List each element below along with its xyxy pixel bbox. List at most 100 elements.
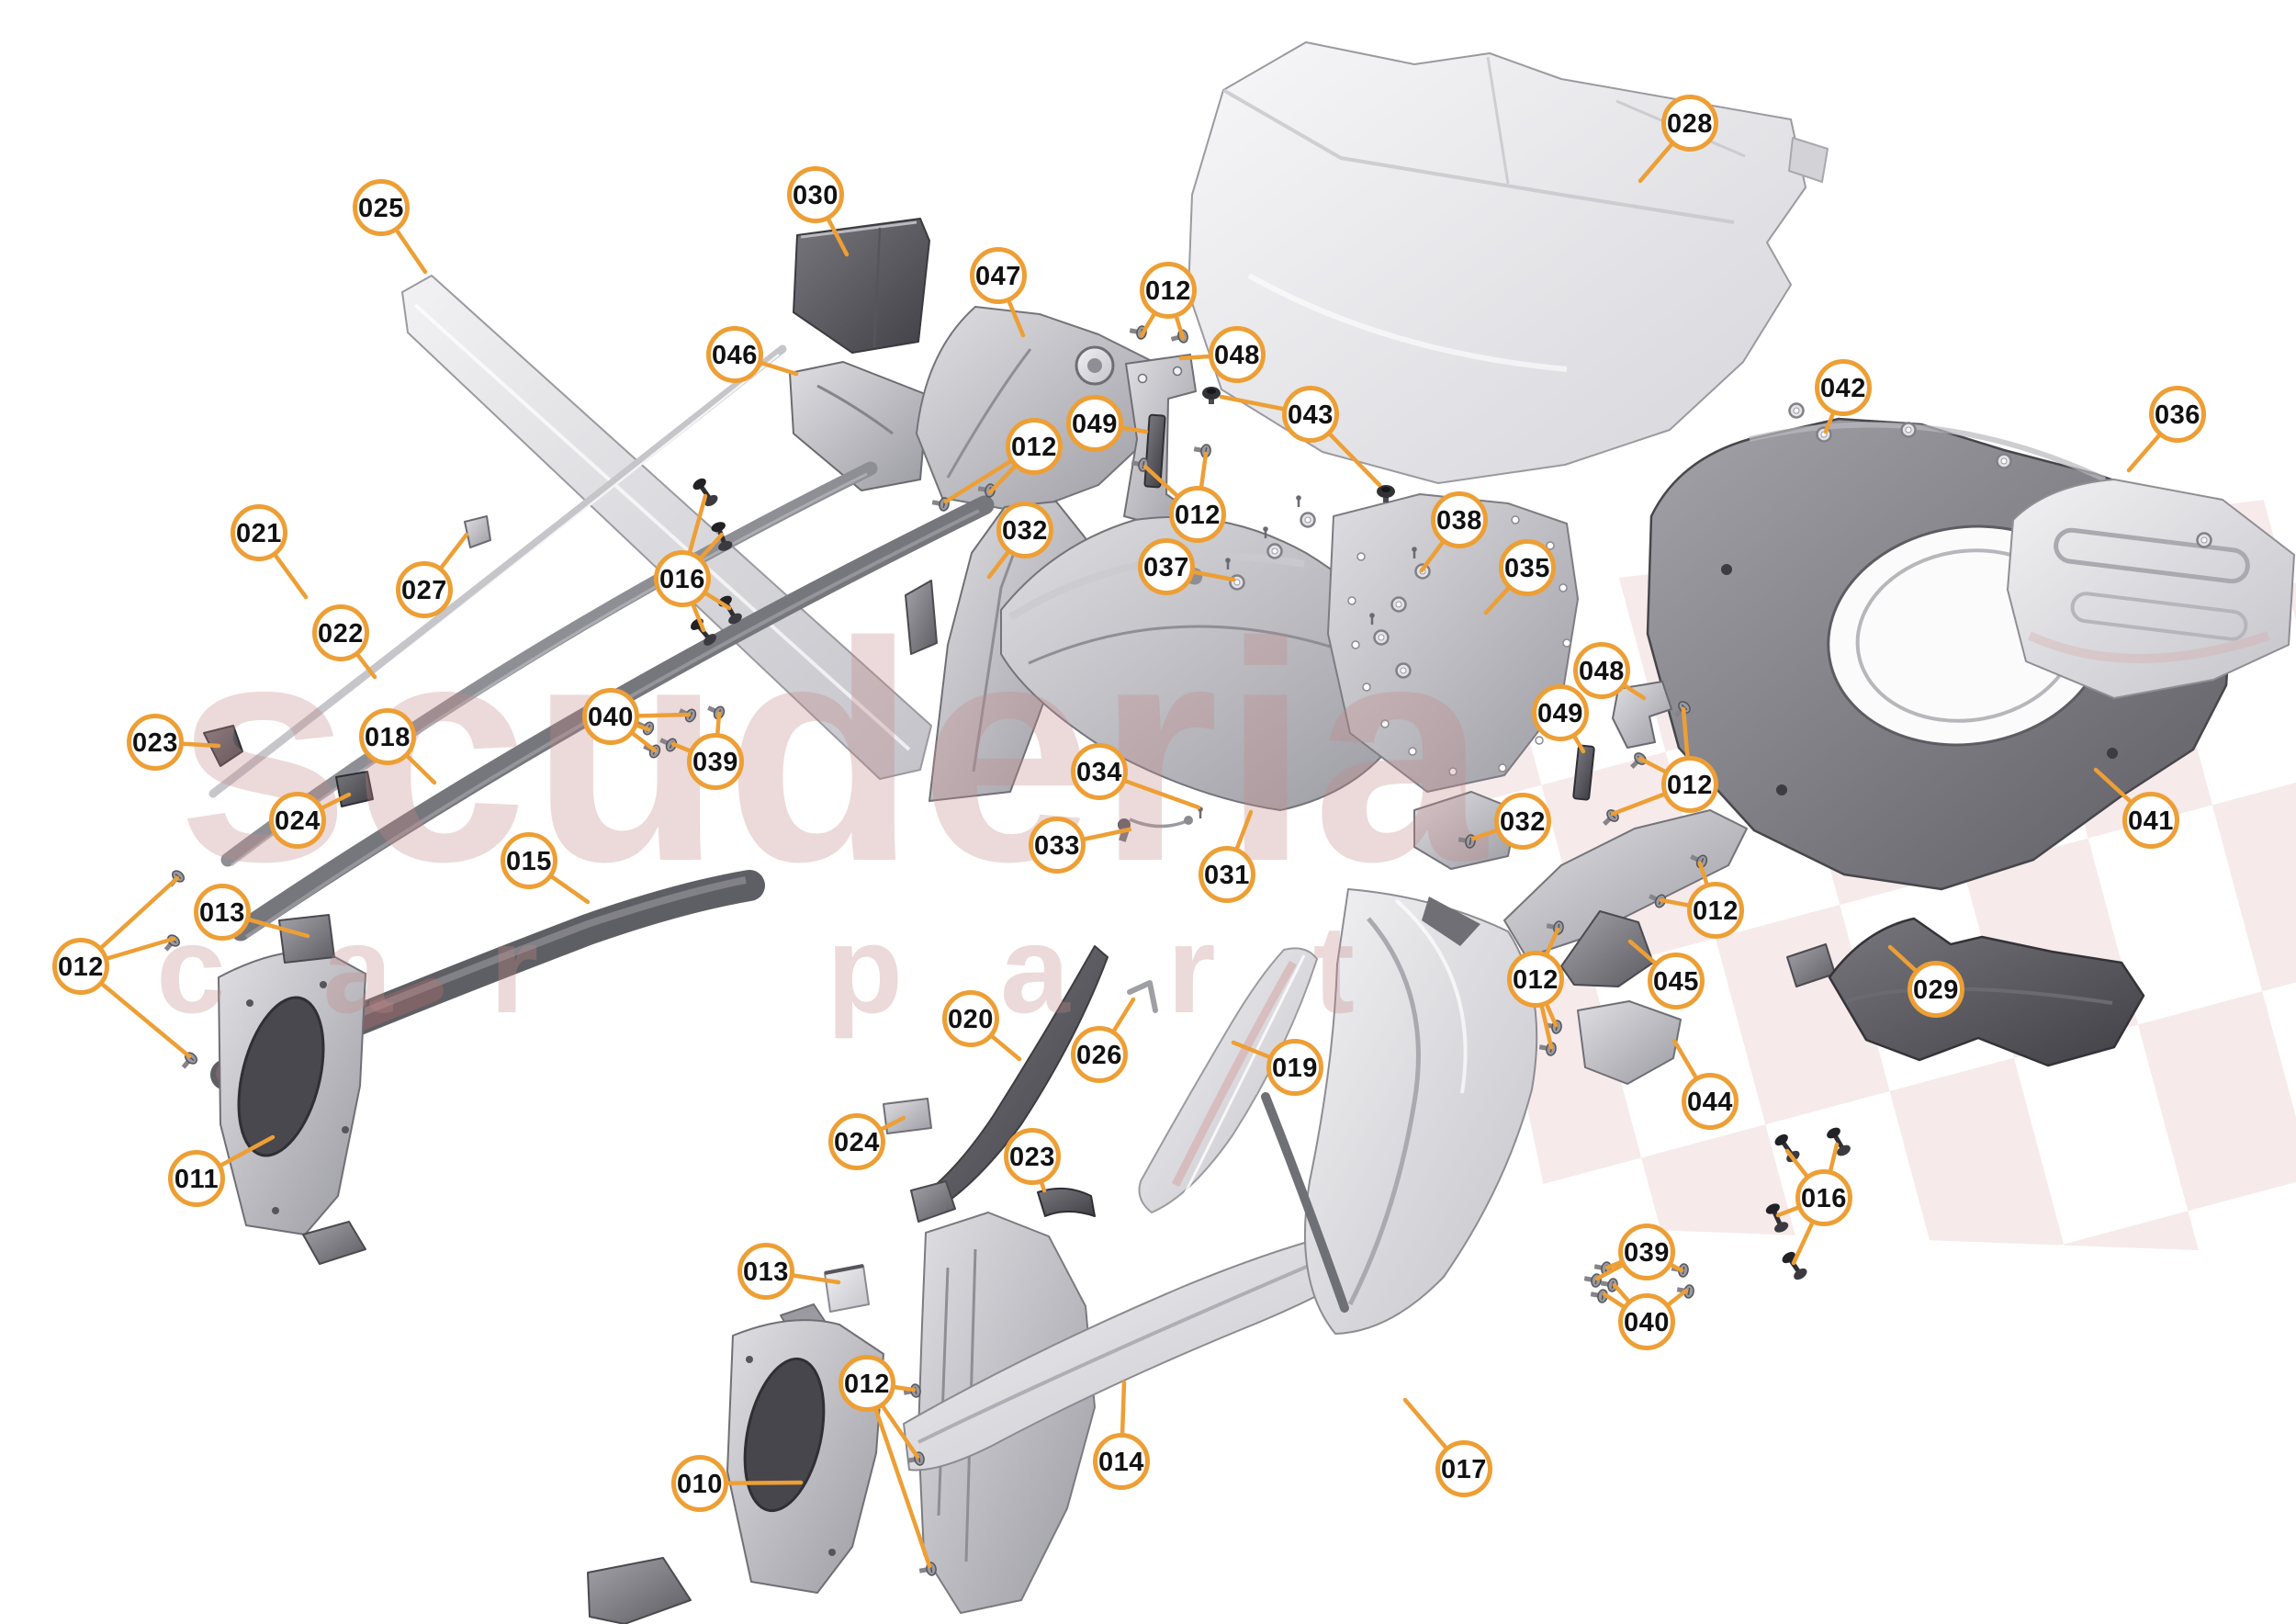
part-bracket-044	[1577, 1000, 1682, 1085]
callout-012g[interactable]: 012	[1507, 951, 1564, 1008]
callout-012b[interactable]: 012	[1006, 418, 1063, 475]
callout-026[interactable]: 026	[1071, 1026, 1128, 1083]
callout-label-044: 044	[1687, 1088, 1733, 1117]
callout-012d[interactable]: 012	[1661, 756, 1718, 813]
callout-016b[interactable]: 016	[1795, 1169, 1852, 1226]
part-apillar-blade	[401, 275, 932, 780]
fastener-pin-icon	[1412, 547, 1417, 558]
callout-025[interactable]: 025	[353, 179, 410, 236]
callout-047[interactable]: 047	[970, 247, 1027, 304]
callout-label-024b: 024	[834, 1128, 880, 1157]
callout-048b[interactable]: 048	[1573, 642, 1630, 699]
part-bottom-bracket	[587, 1557, 692, 1624]
callout-label-012c: 012	[1175, 501, 1221, 530]
callout-label-028: 028	[1667, 109, 1713, 139]
callout-019[interactable]: 019	[1266, 1039, 1323, 1096]
callout-012a[interactable]: 012	[1140, 262, 1197, 319]
callout-045[interactable]: 045	[1648, 953, 1705, 1009]
callout-031[interactable]: 031	[1199, 846, 1255, 903]
fastener-bolt-icon	[1782, 1251, 1807, 1280]
callout-label-022: 022	[318, 619, 364, 648]
part-windscreen-strip	[910, 945, 1109, 1223]
callout-line-016b	[1828, 1142, 1840, 1175]
callout-027[interactable]: 027	[396, 561, 453, 618]
callout-012h[interactable]: 012	[838, 1355, 895, 1412]
callout-037[interactable]: 037	[1138, 538, 1195, 595]
callout-020[interactable]: 020	[942, 990, 999, 1047]
callout-line-040b	[1602, 1291, 1627, 1310]
callout-label-016b: 016	[1801, 1184, 1847, 1213]
fastener-bolt-icon	[692, 478, 718, 507]
callout-line-011	[217, 1134, 276, 1168]
callout-line-047	[1006, 298, 1026, 338]
callout-039a[interactable]: 039	[687, 733, 744, 790]
callout-036[interactable]: 036	[2149, 386, 2206, 443]
callout-024a[interactable]: 024	[269, 792, 326, 849]
callout-021[interactable]: 021	[231, 504, 287, 561]
callout-038[interactable]: 038	[1431, 491, 1488, 548]
callout-012c[interactable]: 012	[1169, 486, 1226, 543]
callout-046[interactable]: 046	[706, 326, 763, 383]
callout-line-039b	[1604, 1259, 1625, 1270]
callout-label-035: 035	[1504, 554, 1550, 583]
fastener-pin-icon	[1225, 558, 1231, 570]
fastener-washer-icon	[1266, 543, 1283, 559]
callout-line-039b	[1594, 1262, 1626, 1281]
callout-line-048a	[1178, 354, 1213, 361]
callout-line-041	[2093, 767, 2134, 805]
part-seal-strip-b	[1572, 744, 1595, 801]
callout-024b[interactable]: 024	[828, 1113, 885, 1170]
callout-028[interactable]: 028	[1661, 95, 1718, 152]
callout-line-040a	[635, 712, 692, 718]
callout-013a[interactable]: 013	[194, 884, 251, 941]
callout-012e[interactable]: 012	[1687, 882, 1744, 939]
callout-023a[interactable]: 023	[127, 714, 184, 771]
callout-040b[interactable]: 040	[1618, 1293, 1675, 1350]
callout-label-026: 026	[1076, 1041, 1122, 1070]
callout-034[interactable]: 034	[1071, 743, 1128, 800]
callout-015[interactable]: 015	[501, 832, 557, 889]
callout-029[interactable]: 029	[1908, 961, 1964, 1018]
callout-023b[interactable]: 023	[1004, 1128, 1061, 1185]
callout-010[interactable]: 010	[671, 1455, 728, 1512]
callout-049a[interactable]: 049	[1066, 395, 1123, 452]
callout-041[interactable]: 041	[2122, 792, 2179, 849]
callout-035[interactable]: 035	[1499, 539, 1556, 596]
callout-030[interactable]: 030	[787, 166, 844, 223]
callout-011[interactable]: 011	[168, 1150, 225, 1207]
fastener-washer-icon	[1373, 629, 1390, 646]
callout-line-036	[2126, 432, 2163, 473]
callout-017[interactable]: 017	[1435, 1440, 1492, 1497]
callout-048a[interactable]: 048	[1209, 326, 1266, 383]
callout-012f[interactable]: 012	[52, 938, 109, 995]
fastener-washer-icon	[1395, 662, 1412, 679]
callout-049b[interactable]: 049	[1532, 684, 1589, 741]
callout-032b[interactable]: 032	[1494, 793, 1551, 850]
callout-040a[interactable]: 040	[582, 688, 639, 745]
callout-033[interactable]: 033	[1029, 817, 1086, 874]
callout-039b[interactable]: 039	[1618, 1224, 1675, 1280]
callout-042[interactable]: 042	[1815, 359, 1872, 416]
callout-044[interactable]: 044	[1682, 1073, 1739, 1130]
callout-label-049b: 049	[1537, 699, 1583, 728]
callout-018[interactable]: 018	[359, 708, 416, 765]
callout-line-012g	[1544, 1000, 1559, 1028]
callout-line-012h	[872, 1405, 932, 1569]
fastener-pin-icon	[1296, 495, 1301, 507]
callout-032a[interactable]: 032	[996, 502, 1053, 558]
callout-label-034: 034	[1076, 758, 1122, 787]
callout-043[interactable]: 043	[1282, 386, 1339, 443]
callout-016a[interactable]: 016	[654, 550, 711, 607]
callout-line-012b	[943, 457, 1015, 504]
part-cant-rail-rear	[1503, 809, 1748, 958]
callout-label-048a: 048	[1214, 341, 1260, 370]
callout-022[interactable]: 022	[312, 604, 369, 661]
callout-label-039a: 039	[692, 748, 738, 777]
callout-014[interactable]: 014	[1093, 1433, 1150, 1490]
parts-layer	[203, 41, 2295, 1624]
callout-line-016a	[690, 601, 706, 633]
callout-013b[interactable]: 013	[737, 1243, 794, 1300]
callout-line-012a	[1139, 310, 1157, 338]
callout-line-018	[404, 752, 437, 785]
